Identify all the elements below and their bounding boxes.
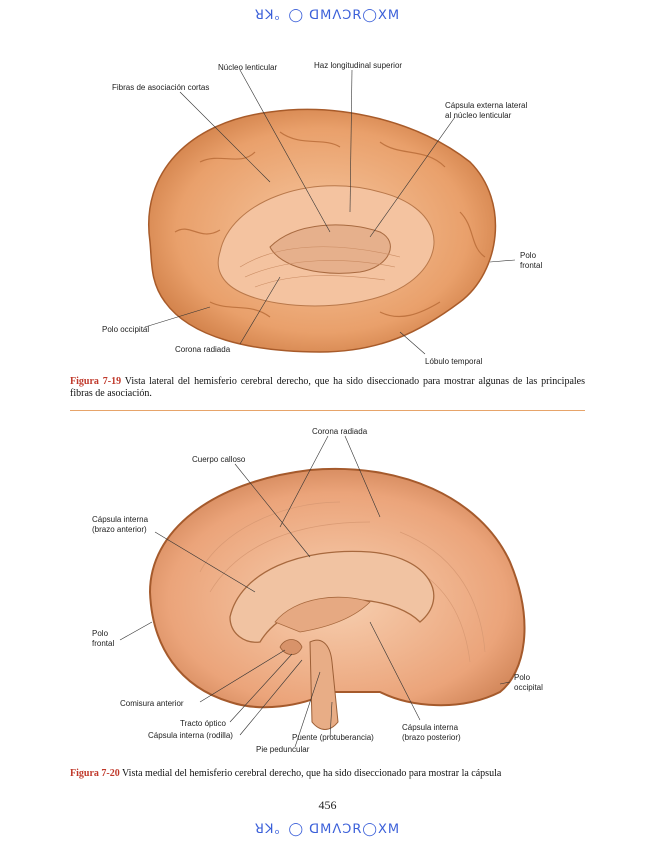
page-number: 456 [318, 798, 337, 812]
label-lobulo-temporal: Lóbulo temporal [425, 357, 483, 366]
label-comisura-anterior: Comisura anterior [120, 699, 184, 708]
label-polo-occipital: Polo occipital [102, 325, 149, 334]
caption-ref: Figura 7-20 [70, 768, 120, 779]
label-corona-radiada: Corona radiada [175, 345, 231, 354]
caption-text: Vista medial del hemisferio cerebral der… [119, 768, 502, 779]
label-puente: Puente (protuberancia) [292, 733, 374, 742]
label-capsula-interna-ant-2: (brazo anterior) [92, 525, 147, 534]
label-tracto-optico: Tracto óptico [180, 719, 226, 728]
watermark-bottom: ꓤꓘ。◯ ꓷꓟꓥꓛꓣ◯ꓫꓟ [254, 822, 401, 837]
label-polo-frontal-2a: Polo [92, 629, 109, 638]
figure-lateral-brain: Núcleo lenticular Haz longitudinal super… [102, 61, 542, 366]
label-capsula-post-2: (brazo posterior) [402, 733, 461, 742]
label-capsula-rodilla: Cápsula interna (rodilla) [148, 731, 233, 740]
label-cuerpo-calloso: Cuerpo calloso [192, 455, 246, 464]
label-polo-frontal-2b: frontal [92, 639, 114, 648]
label-fibras-asociacion: Fibras de asociación cortas [112, 83, 209, 92]
label-capsula-interna-ant-1: Cápsula interna [92, 515, 149, 524]
label-haz-longitudinal: Haz longitudinal superior [314, 61, 402, 70]
caption-figure-7-19: Figura 7-19 Vista lateral del hemisferio… [70, 376, 585, 400]
figure-medial-brain: Corona radiada Cuerpo calloso Cápsula in… [92, 427, 543, 754]
label-capsula-externa-1: Cápsula externa lateral [445, 101, 527, 110]
label-polo-frontal-2: frontal [520, 261, 542, 270]
caption-text: Vista lateral del hemisferio cerebral de… [70, 376, 585, 399]
label-polo-occipital-2b: occipital [514, 683, 543, 692]
label-capsula-externa-2: al núcleo lenticular [445, 111, 512, 120]
label-nucleo-lenticular: Núcleo lenticular [218, 63, 277, 72]
label-pie-peduncular: Pie peduncular [256, 745, 310, 754]
label-polo-frontal-1: Polo [520, 251, 537, 260]
label-polo-occipital-2a: Polo [514, 673, 531, 682]
label-corona-radiada-2: Corona radiada [312, 427, 368, 436]
section-separator [70, 410, 585, 411]
caption-ref: Figura 7-19 [70, 376, 122, 387]
label-capsula-post-1: Cápsula interna [402, 723, 459, 732]
caption-figure-7-20: Figura 7-20 Vista medial del hemisferio … [70, 768, 585, 780]
watermark-top: ꓤꓘ。◯ ꓷꓟꓥꓛꓣ◯ꓫꓟ [254, 8, 401, 23]
